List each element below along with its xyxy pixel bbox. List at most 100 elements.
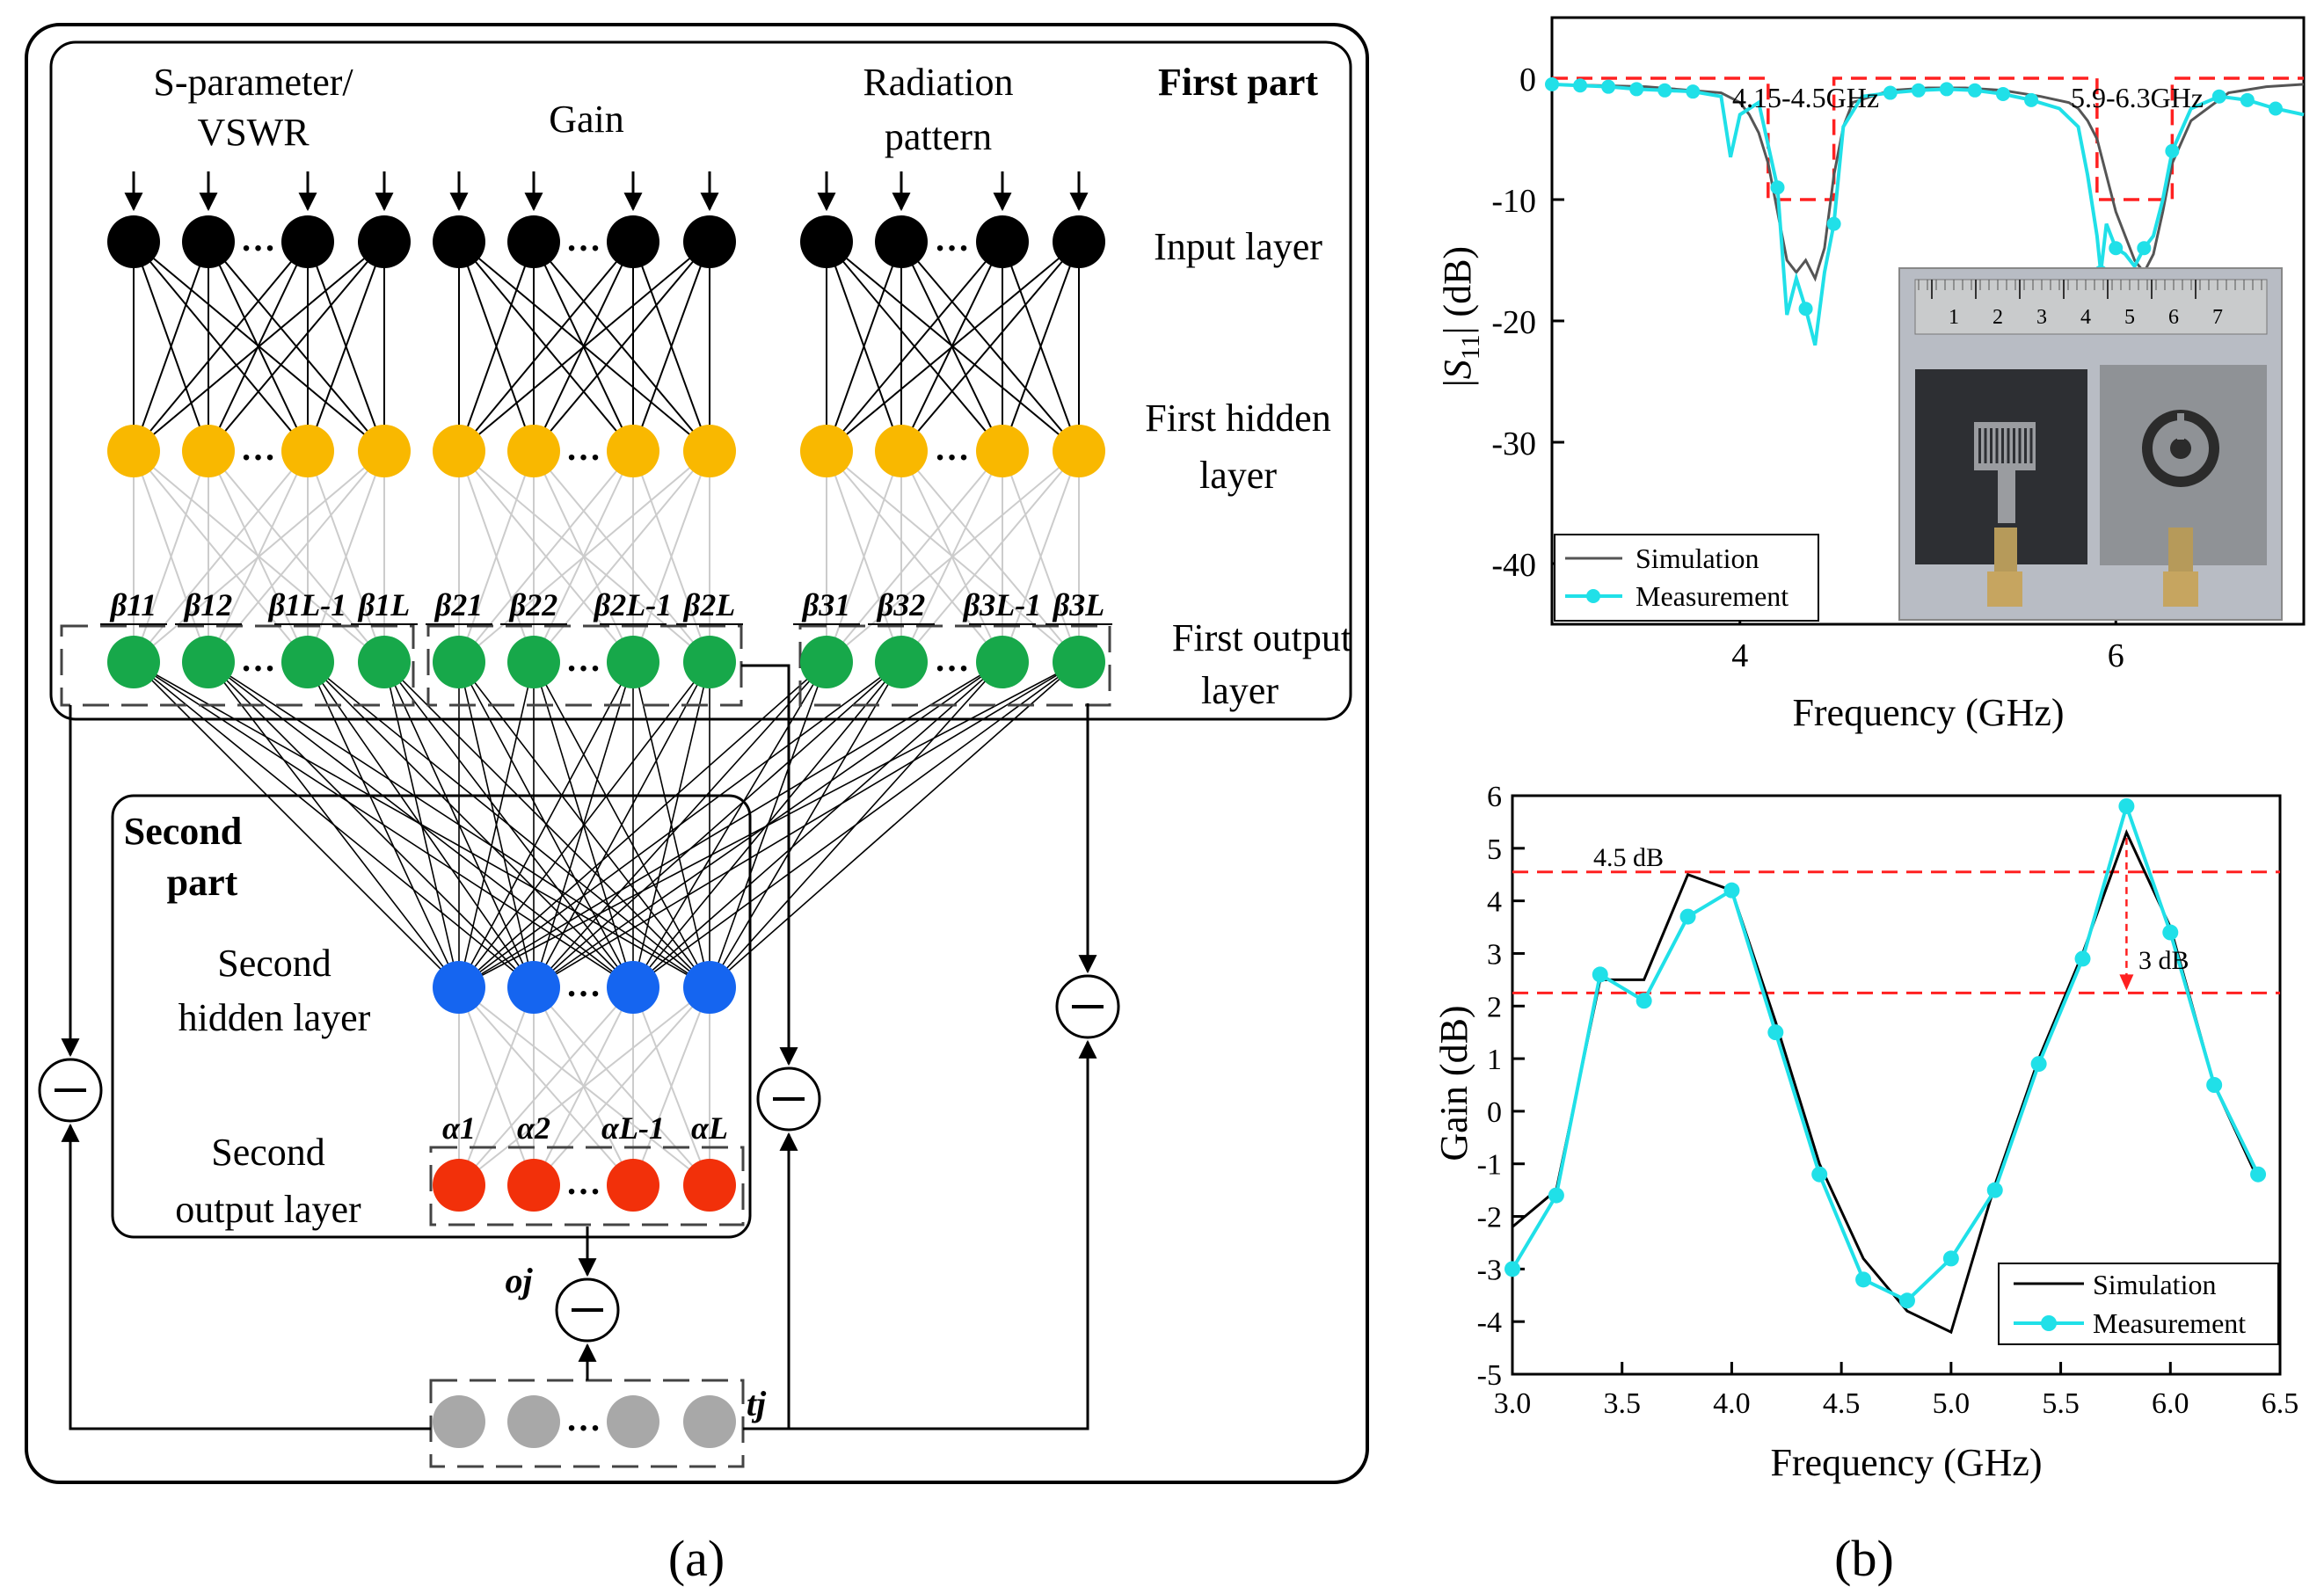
edge-output-hidden2 bbox=[533, 661, 902, 988]
connection-lines-gray bbox=[133, 450, 1080, 1186]
s11-legend-simulation: Simulation bbox=[1636, 542, 1759, 574]
group-title-radiation-line1: Radiation bbox=[863, 61, 1013, 104]
edge-output-hidden2 bbox=[307, 661, 460, 988]
input-neuron bbox=[182, 215, 235, 268]
s11-series bbox=[1545, 76, 2305, 346]
first-hidden-label-line2: layer bbox=[1199, 454, 1277, 497]
gain-xtick-label: 4.0 bbox=[1713, 1387, 1751, 1420]
second-output-label-line2: output layer bbox=[175, 1188, 361, 1231]
first-output-group-box bbox=[798, 624, 1111, 707]
ruler-number: 2 bbox=[1993, 306, 2003, 329]
edge-hidden2-output2 bbox=[458, 986, 634, 1186]
gain-xtick-label: 5.5 bbox=[2042, 1387, 2080, 1420]
second-hidden-neuron bbox=[683, 961, 736, 1014]
s11-simulation-line bbox=[1551, 83, 2305, 282]
gain-ytick-label: -3 bbox=[1477, 1254, 1502, 1286]
second-output-neuron bbox=[607, 1159, 659, 1212]
second-hidden-label-line2: hidden layer bbox=[178, 996, 371, 1039]
beta-label: β22 bbox=[508, 587, 557, 622]
first-output-neuron bbox=[683, 636, 736, 688]
second-output-box bbox=[429, 1146, 745, 1226]
alpha-label: αL-1 bbox=[601, 1110, 665, 1146]
first-output-neuron bbox=[107, 636, 160, 688]
s11-measurement-point bbox=[1996, 86, 2010, 101]
s11-measurement-point bbox=[1573, 78, 1588, 93]
s11-measurement-point bbox=[2109, 241, 2124, 256]
edge-output-hidden2 bbox=[533, 661, 1080, 988]
second-output-neuron bbox=[433, 1159, 485, 1212]
ellipsis: … bbox=[935, 428, 970, 468]
edge-output-hidden2 bbox=[458, 661, 710, 988]
s11-legend: Simulation Measurement bbox=[1554, 534, 1819, 622]
first-hidden-neuron bbox=[800, 425, 853, 477]
beta-label: β12 bbox=[183, 587, 232, 622]
s11-ytick-label: -40 bbox=[1491, 547, 1536, 584]
alpha-label: α1 bbox=[442, 1110, 476, 1146]
gain-measurement-point bbox=[1898, 1292, 1915, 1309]
s11-annotation-band1: 4.15-4.5GHz bbox=[1732, 82, 1879, 113]
input-neuron bbox=[976, 215, 1029, 268]
s11-ytick-label: 0 bbox=[1519, 62, 1536, 98]
caption-b: (b) bbox=[1834, 1530, 1894, 1587]
ruler-number: 6 bbox=[2168, 306, 2179, 329]
edge-output-hidden2 bbox=[458, 661, 827, 988]
s11-measurement-point bbox=[1629, 82, 1644, 97]
gain-legend-measurement: Measurement bbox=[2093, 1307, 2246, 1339]
edge-input-hidden bbox=[1002, 241, 1080, 452]
gain-3db-arrowhead bbox=[2119, 974, 2134, 991]
gain-ytick-label: -5 bbox=[1477, 1359, 1502, 1392]
s11-measurement-point bbox=[1939, 82, 1954, 97]
o-j-label: oj bbox=[505, 1261, 533, 1300]
edge-input-hidden bbox=[900, 241, 1080, 452]
s11-measurement-point bbox=[2024, 92, 2039, 107]
first-hidden-neuron bbox=[976, 425, 1029, 477]
ellipsis: … bbox=[566, 639, 601, 679]
edge-output-hidden2 bbox=[208, 661, 460, 988]
edge-input-hidden bbox=[533, 241, 710, 452]
group-title-gain: Gain bbox=[549, 98, 624, 141]
ruler-number: 1 bbox=[1949, 306, 1959, 329]
gain-measurement-point bbox=[1636, 993, 1652, 1009]
edge-hidden2-output2 bbox=[533, 986, 710, 1186]
alpha-label: α2 bbox=[517, 1110, 550, 1146]
gain-ytick-label: 0 bbox=[1487, 1096, 1502, 1129]
s11-ytick-label: -30 bbox=[1491, 426, 1536, 462]
gain-measurement-point bbox=[2206, 1077, 2223, 1093]
edge-input-hidden bbox=[133, 241, 209, 452]
edge-output-hidden2 bbox=[383, 661, 710, 988]
first-output-neuron bbox=[281, 636, 334, 688]
gain-measurement-point bbox=[2250, 1166, 2267, 1183]
gain-xtick-label: 3.0 bbox=[1494, 1387, 1532, 1420]
feedback-flow-lines bbox=[61, 171, 1097, 1430]
edge-output-hidden2 bbox=[458, 661, 902, 988]
input-neuron bbox=[875, 215, 928, 268]
gain-ylabel: Gain (dB) bbox=[1432, 1005, 1475, 1161]
beta-label: β11 bbox=[109, 587, 157, 622]
first-output-neuron bbox=[433, 636, 485, 688]
beta-label: β1L bbox=[357, 587, 410, 622]
first-output-neuron bbox=[875, 636, 928, 688]
s11-measurement-point bbox=[1798, 302, 1813, 317]
edge-hidden2-output2 bbox=[458, 986, 710, 1186]
beta-label: β31 bbox=[801, 587, 850, 622]
target-neuron bbox=[507, 1395, 560, 1448]
first-output-neuron bbox=[800, 636, 853, 688]
s11-measurement-point bbox=[2268, 101, 2283, 116]
second-part-label-line1: Second bbox=[124, 810, 242, 853]
first-output-neuron bbox=[358, 636, 411, 688]
edge-input-hidden bbox=[826, 241, 902, 452]
s11-legend-measurement: Measurement bbox=[1636, 580, 1789, 612]
second-hidden-neuron bbox=[507, 961, 560, 1014]
edge-input-hidden bbox=[826, 241, 1080, 452]
first-hidden-neuron bbox=[433, 425, 485, 477]
input-neuron bbox=[433, 215, 485, 268]
first-output-neuron bbox=[976, 636, 1029, 688]
input-neuron bbox=[1053, 215, 1105, 268]
first-output-neuron bbox=[607, 636, 659, 688]
input-neuron bbox=[507, 215, 560, 268]
second-output-neuron bbox=[683, 1159, 736, 1212]
